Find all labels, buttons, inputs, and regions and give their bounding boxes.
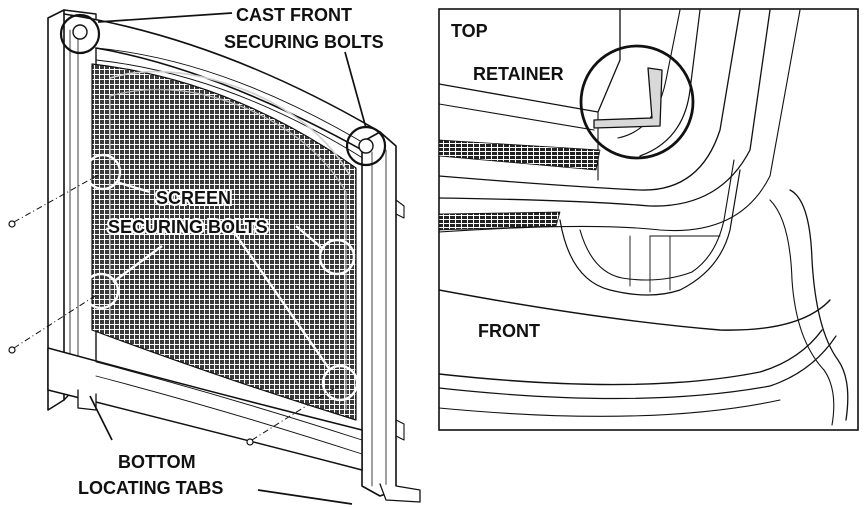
right-pillar <box>361 131 397 497</box>
cast-front-label-line2: SECURING BOLTS <box>224 32 384 52</box>
bottom-tab-right <box>379 483 421 503</box>
bottom-label-line1: BOTTOM <box>118 452 196 472</box>
top-label: TOP <box>451 21 488 41</box>
screen-bolt-circle-1 <box>84 153 122 191</box>
front-label: FRONT <box>478 321 540 341</box>
screws <box>8 220 254 446</box>
screen-label-line1: SCREEN <box>156 188 231 208</box>
retainer-bracket <box>593 67 663 129</box>
detail-drawing <box>439 9 849 426</box>
mesh-screen <box>91 63 357 421</box>
retainer-label: RETAINER <box>473 64 564 84</box>
retainer-detail-circle <box>579 44 695 160</box>
screen-label-line2: SECURING BOLTS <box>108 217 268 237</box>
screen-bolt-circle-3 <box>318 238 356 276</box>
leader-lines <box>89 12 367 505</box>
grille-strip-bottom <box>439 211 561 231</box>
screen-bolt-circle-2 <box>82 272 120 310</box>
grille-strip-top <box>439 139 601 171</box>
screw-2 <box>8 346 16 354</box>
cast-front-bolt-circle-left <box>59 13 101 55</box>
fireplace-front-drawing <box>47 9 421 503</box>
bolt-insertion-lines <box>13 173 339 441</box>
screw-3 <box>246 438 254 446</box>
screw-1 <box>8 220 16 228</box>
cast-front-label-line1: CAST FRONT <box>236 5 352 25</box>
bottom-label-line2: LOCATING TABS <box>78 478 223 498</box>
bottom-tab-left <box>77 389 97 411</box>
screen-bolt-circle-4 <box>321 364 359 402</box>
bottom-base <box>47 347 363 471</box>
